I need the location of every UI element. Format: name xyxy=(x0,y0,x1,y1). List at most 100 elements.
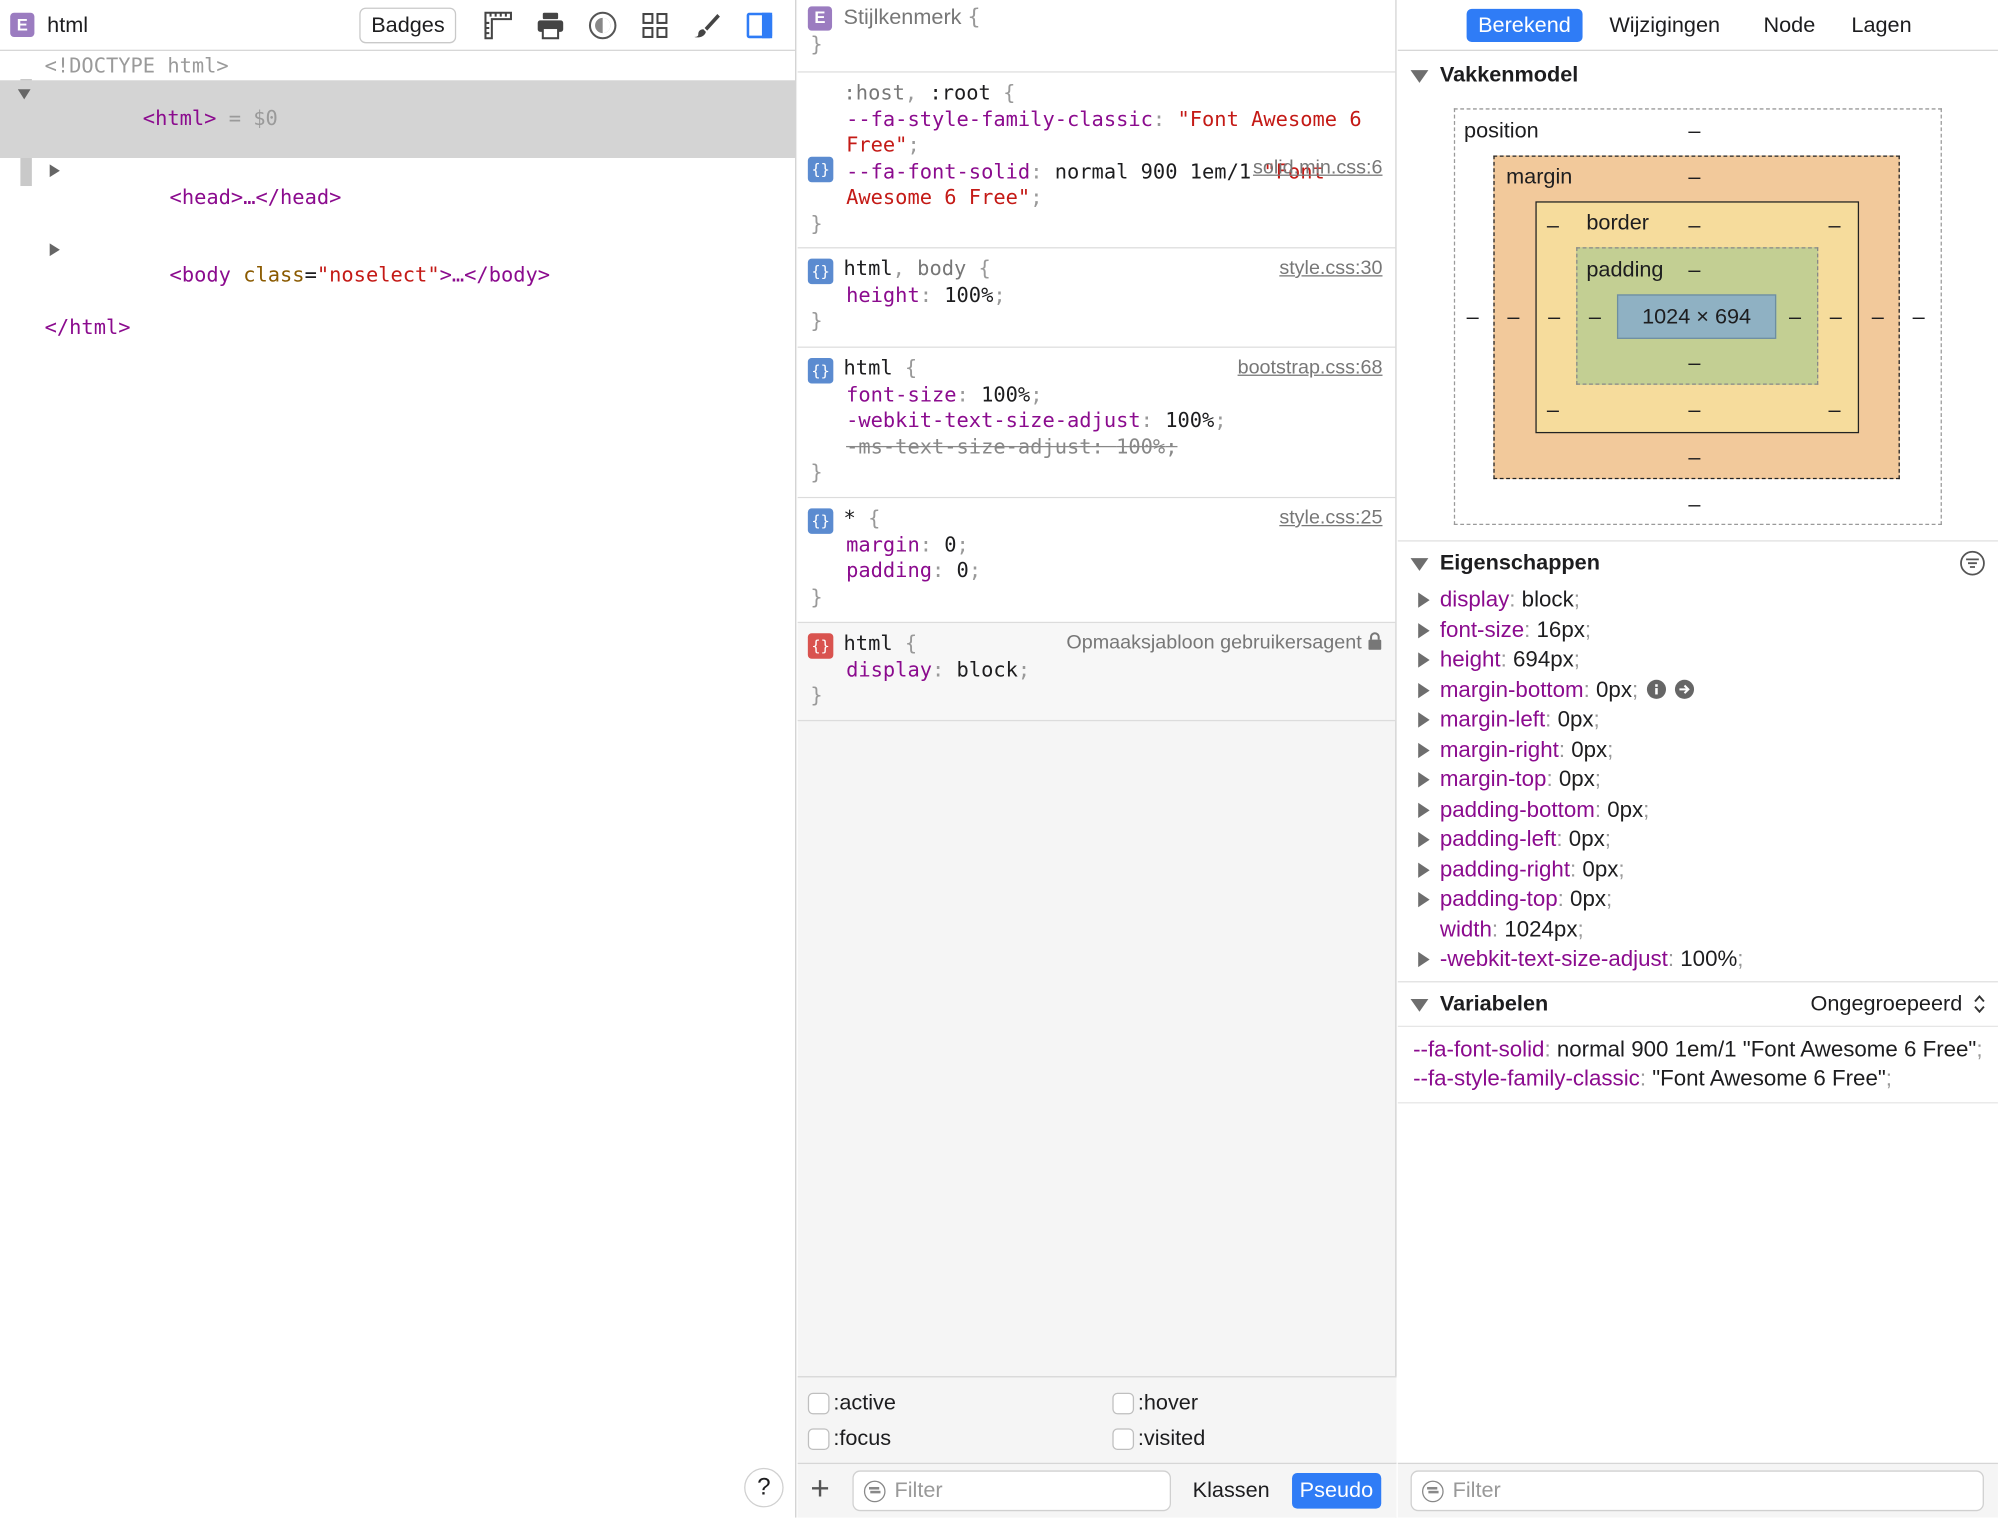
tab-node[interactable]: Node xyxy=(1763,12,1816,37)
css-property-overridden[interactable]: -ms-text-size-adjust: 100%; xyxy=(846,433,1178,459)
variable-row[interactable]: --fa-style-family-classic: "Font Awesome… xyxy=(1413,1065,1893,1091)
css-property[interactable]: margin: 0; xyxy=(846,531,969,557)
computed-property-row[interactable]: -webkit-text-size-adjust: 100%; xyxy=(1418,944,1998,974)
computed-property-row[interactable]: margin-left: 0px; xyxy=(1418,705,1998,735)
css-rule-html-body[interactable]: {} style.css:30 html, body { height: 100… xyxy=(797,248,1396,348)
computed-property-row[interactable]: padding-bottom: 0px; xyxy=(1418,794,1998,824)
disclosure-closed-icon[interactable] xyxy=(1418,772,1430,788)
variable-row[interactable]: --fa-font-solid: normal 900 1em/1 "Font … xyxy=(1413,1035,1983,1061)
css-property[interactable]: display: block; xyxy=(846,656,1031,682)
disclosure-closed-icon[interactable] xyxy=(1418,832,1430,848)
add-rule-button[interactable]: + xyxy=(810,1469,830,1508)
brush-icon[interactable] xyxy=(680,6,732,44)
rule-selector[interactable]: :host, :root { xyxy=(843,80,1016,105)
pseudo-hover-checkbox[interactable]: :hover xyxy=(1112,1390,1198,1415)
info-icon[interactable] xyxy=(1638,676,1666,701)
css-rule-universal[interactable]: {} style.css:25 * { margin: 0; padding: … xyxy=(797,498,1396,624)
disclosure-closed-icon[interactable] xyxy=(1418,682,1430,699)
rule-selector[interactable]: html { xyxy=(843,630,918,655)
help-button[interactable]: ? xyxy=(744,1467,784,1508)
rulers-icon[interactable] xyxy=(471,6,523,44)
tab-changes[interactable]: Wijzigingen xyxy=(1609,12,1721,37)
pseudo-focus-checkbox[interactable]: :focus xyxy=(807,1426,891,1451)
disclosure-closed-icon[interactable] xyxy=(48,242,61,256)
computed-property-row[interactable]: font-size: 16px; xyxy=(1418,615,1998,645)
classes-toggle-button[interactable]: Klassen xyxy=(1192,1478,1270,1503)
print-icon[interactable] xyxy=(524,6,576,44)
dom-node-head[interactable]: <head>…</head> xyxy=(0,158,795,236)
tab-computed[interactable]: Berekend xyxy=(1466,8,1583,43)
filter-options-icon[interactable] xyxy=(1960,550,1985,576)
position-bottom-value: – xyxy=(1688,491,1701,517)
disclosure-closed-icon[interactable] xyxy=(1418,652,1430,669)
property-name: padding-left xyxy=(1439,825,1557,852)
dom-node-body[interactable]: <body class="noselect">…</body> xyxy=(0,236,795,314)
computed-property-row[interactable]: display: block; xyxy=(1418,585,1998,615)
computed-property-row[interactable]: padding-top: 0px; xyxy=(1418,884,1998,914)
disclosure-open-icon[interactable] xyxy=(17,87,31,100)
computed-property-row[interactable]: height: 694px; xyxy=(1418,645,1998,675)
layout-grid-icon[interactable] xyxy=(628,6,680,44)
go-to-definition-icon[interactable] xyxy=(1666,676,1694,701)
disclosure-closed-icon[interactable] xyxy=(1418,742,1430,758)
grouping-select[interactable]: Ongegroepeerd xyxy=(1810,990,1963,1015)
css-rule-user-agent[interactable]: {} Opmaaksjabloon gebruikersagent html {… xyxy=(797,623,1396,722)
computed-property-row[interactable]: width: 1024px; xyxy=(1439,915,1584,941)
badges-button[interactable]: Badges xyxy=(359,7,457,44)
disclosure-closed-icon[interactable] xyxy=(1418,862,1430,878)
tab-layers[interactable]: Lagen xyxy=(1851,12,1912,37)
rule-selector[interactable]: html, body { xyxy=(843,256,991,281)
computed-property-row[interactable]: margin-top: 0px; xyxy=(1418,765,1998,795)
appearance-icon[interactable] xyxy=(576,6,628,44)
computed-property-row[interactable]: padding-left: 0px; xyxy=(1418,824,1998,854)
dom-node-html-close[interactable]: </html> xyxy=(44,314,131,339)
css-property[interactable]: --fa-font-solid: normal 900 1em/1 "Font … xyxy=(846,158,1325,209)
css-property[interactable]: height: 100%; xyxy=(846,282,1006,307)
styles-filter-input[interactable]: Filter xyxy=(852,1470,1171,1512)
css-property[interactable]: padding: 0; xyxy=(846,558,982,583)
computed-property-row[interactable]: padding-right: 0px; xyxy=(1418,854,1998,884)
sidebar-toggle-icon[interactable] xyxy=(733,6,785,44)
style-attribute-rule[interactable]: E Stijlkenmerk { } xyxy=(797,0,1396,73)
rule-source-link[interactable]: style.css:25 xyxy=(1279,507,1383,529)
css-rule-html-bootstrap[interactable]: {} bootstrap.css:68 html { font-size: 10… xyxy=(797,347,1396,499)
rule-source-link[interactable]: bootstrap.css:68 xyxy=(1237,356,1383,379)
rule-source-link[interactable]: style.css:30 xyxy=(1279,257,1383,280)
properties-header[interactable]: Eigenschappen xyxy=(1398,542,1998,585)
disclosure-closed-icon[interactable] xyxy=(1418,802,1430,818)
rule-selector[interactable]: * { xyxy=(843,505,881,531)
disclosure-open-icon[interactable] xyxy=(1410,998,1429,1012)
pseudo-toggle-button[interactable]: Pseudo xyxy=(1292,1472,1381,1509)
pseudo-active-checkbox[interactable]: :active xyxy=(807,1390,896,1415)
disclosure-open-icon[interactable] xyxy=(1410,558,1429,571)
pseudo-visited-checkbox[interactable]: :visited xyxy=(1112,1426,1205,1451)
content-box[interactable]: 1024 × 694 xyxy=(1616,294,1777,339)
disclosure-closed-icon[interactable] xyxy=(1418,892,1430,908)
css-property[interactable]: --fa-style-family-classic: "Font Awesome… xyxy=(846,106,1362,157)
disclosure-open-icon[interactable] xyxy=(1410,70,1429,83)
computed-property-row[interactable]: margin-bottom: 0px; xyxy=(1418,675,1998,705)
dom-node-doctype[interactable]: <!DOCTYPE html> xyxy=(44,53,229,78)
disclosure-closed-icon[interactable] xyxy=(1418,622,1430,639)
property-value: 0px xyxy=(1582,855,1619,882)
padding-box[interactable] xyxy=(1576,247,1819,385)
chevron-updown-icon[interactable] xyxy=(1972,993,1986,1013)
variables-header[interactable]: Variabelen Ongegroepeerd xyxy=(1398,982,1998,1025)
box-model-header[interactable]: Vakkenmodel xyxy=(1398,54,1998,97)
position-box[interactable] xyxy=(1453,108,1942,525)
css-rule-host-root[interactable]: {} solid.min.css:6 :host, :root { --fa-s… xyxy=(797,72,1396,249)
computed-filter-input[interactable]: Filter xyxy=(1410,1470,1984,1512)
css-property[interactable]: -webkit-text-size-adjust: 100%; xyxy=(846,407,1227,432)
property-value: 0px xyxy=(1570,885,1607,912)
disclosure-closed-icon[interactable] xyxy=(1418,952,1430,968)
computed-property-row[interactable]: margin-right: 0px; xyxy=(1418,735,1998,765)
disclosure-closed-icon[interactable] xyxy=(48,164,61,178)
disclosure-closed-icon[interactable] xyxy=(1418,592,1430,609)
border-bottom-left-value: – xyxy=(1546,397,1559,422)
rule-source-link[interactable]: solid.min.css:6 xyxy=(1252,156,1383,179)
css-property[interactable]: font-size: 100%; xyxy=(846,381,1043,406)
disclosure-closed-icon[interactable] xyxy=(1418,712,1430,729)
rule-selector[interactable]: html { xyxy=(843,355,918,380)
dom-node-html[interactable]: <html> = $0 xyxy=(0,79,796,159)
filter-icon xyxy=(1422,1480,1444,1503)
